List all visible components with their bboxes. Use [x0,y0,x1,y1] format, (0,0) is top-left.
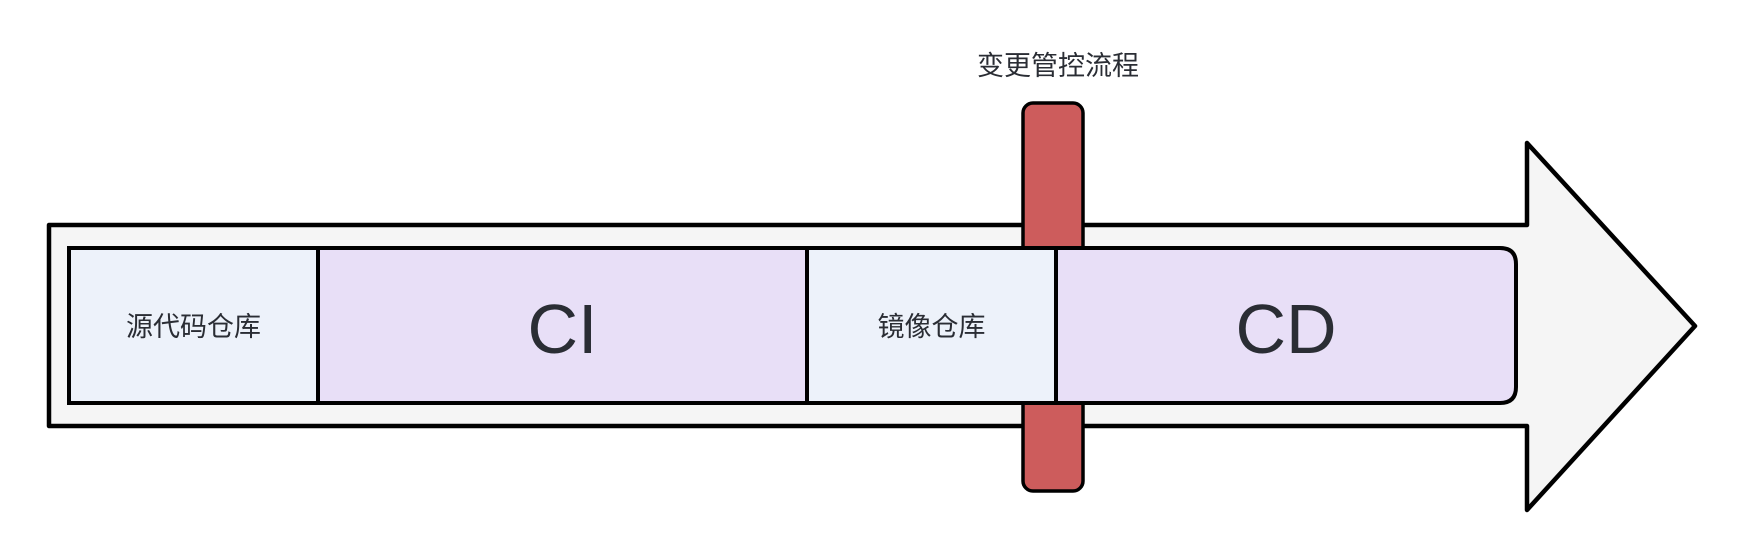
stage-image-repo-box [805,246,1058,405]
stage-ci: CI [316,246,809,405]
stage-source-repo-label: 源代码仓库 [126,312,261,342]
change-control-label: 变更管控流程 [977,51,1139,81]
stage-ci-label: CI [528,290,598,368]
stage-source-repo: 源代码仓库 [67,246,320,405]
stage-image-repo-label: 镜像仓库 [878,312,986,342]
stage-cd-label: CD [1235,290,1336,368]
stage-cd-box [1054,246,1518,405]
stage-source-repo-box [67,246,320,405]
stage-image-repo: 镜像仓库 [805,246,1058,405]
stage-cd: CD [1054,246,1518,405]
